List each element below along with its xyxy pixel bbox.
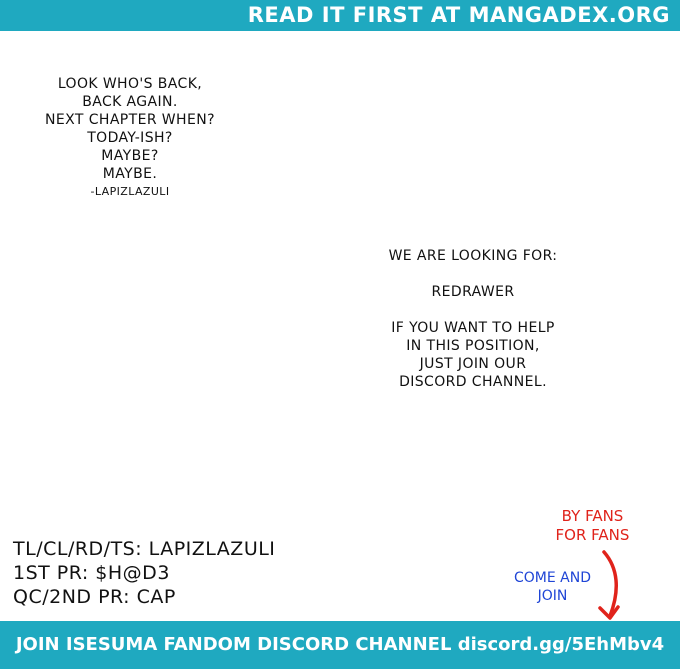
recruit-line: JUST JOIN OUR — [419, 356, 527, 372]
by-fans-slogan: BY FANS FOR FANS — [545, 507, 640, 545]
note-line: TODAY-ISH? — [87, 130, 173, 146]
discord-invite-text: JOIN ISESUMA FANDOM DISCORD CHANNEL disc… — [15, 634, 665, 655]
recruit-heading: WE ARE LOOKING FOR: — [388, 248, 558, 264]
note-line: MAYBE. — [102, 166, 158, 182]
recruit-line: IN THIS POSITION, — [406, 338, 540, 354]
slogan-line: BY FANS — [561, 507, 624, 525]
slogan-line: FOR FANS — [555, 526, 630, 544]
note-line: LOOK WHO'S BACK, — [57, 76, 203, 92]
note-signature: -LAPIZLAZULI — [90, 185, 170, 198]
curved-arrow-down-icon — [598, 550, 620, 620]
note-line: NEXT CHAPTER WHEN? — [45, 112, 215, 128]
recruit-role: REDRAWER — [431, 284, 515, 300]
note-line: MAYBE? — [101, 148, 159, 164]
come-join-line: COME AND — [514, 570, 591, 586]
credit-line: TL/CL/RD/TS: LAPIZLAZULI — [13, 538, 276, 560]
recruit-line: IF YOU WANT TO HELP — [391, 320, 555, 336]
recruitment-notice: WE ARE LOOKING FOR: REDRAWER IF YOU WANT… — [368, 247, 578, 391]
top-banner: READ IT FIRST AT MANGADEX.ORG — [0, 0, 680, 31]
translator-note: LOOK WHO'S BACK, BACK AGAIN. NEXT CHAPTE… — [30, 75, 230, 201]
credits: TL/CL/RD/TS: LAPIZLAZULI 1ST PR: $H@D3 Q… — [13, 537, 275, 609]
credit-line: QC/2ND PR: CAP — [13, 586, 176, 608]
credit-line: 1ST PR: $H@D3 — [13, 562, 170, 584]
come-join-line: JOIN — [537, 588, 568, 604]
note-line: BACK AGAIN. — [82, 94, 178, 110]
come-and-join-text: COME AND JOIN — [505, 569, 600, 605]
bottom-banner: JOIN ISESUMA FANDOM DISCORD CHANNEL disc… — [0, 621, 680, 669]
recruit-line: DISCORD CHANNEL. — [399, 374, 547, 390]
mangadex-banner-text: READ IT FIRST AT MANGADEX.ORG — [247, 3, 670, 27]
